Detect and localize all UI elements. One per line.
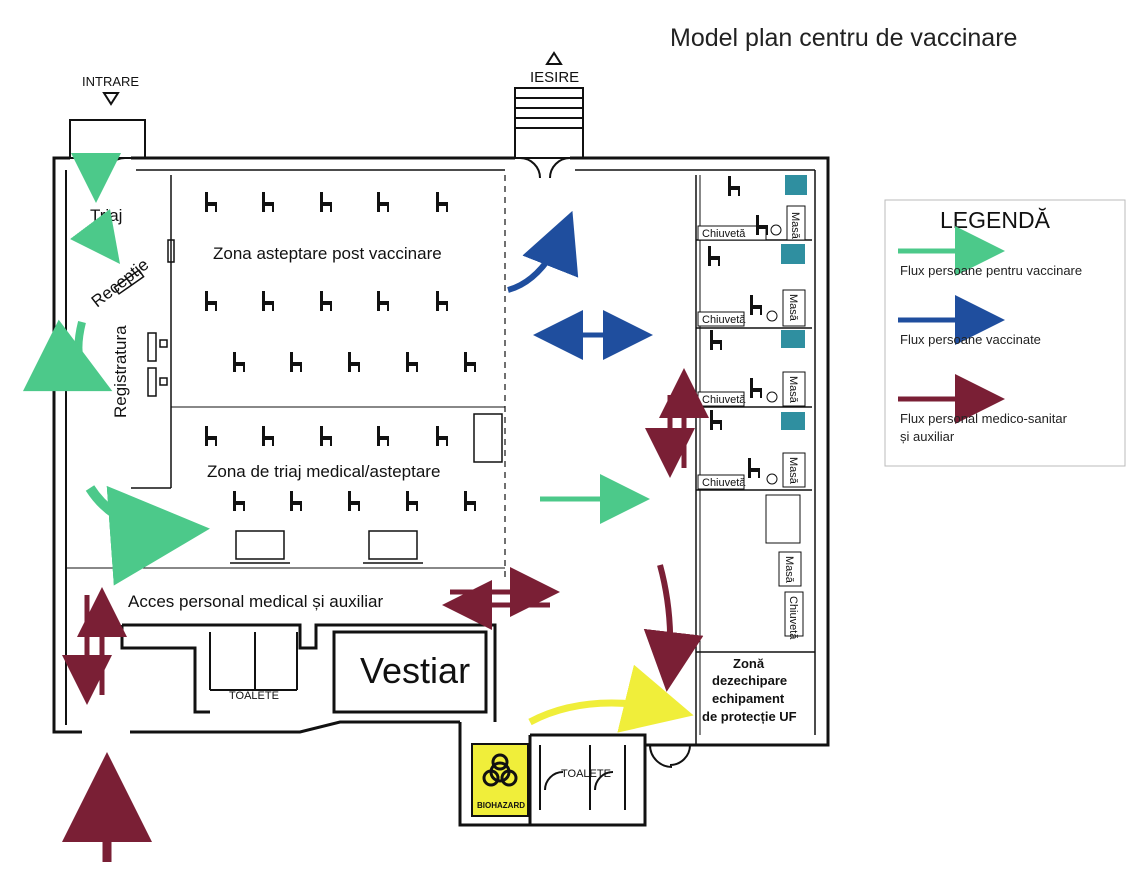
plan-title: Model plan centru de vaccinare: [670, 24, 1017, 52]
yellow-flow-arrow: [528, 664, 694, 733]
legend-item-3: Flux personal medico-sanitar: [900, 411, 1068, 426]
exit-marker-icon: [545, 51, 563, 65]
lower-rooms: [120, 623, 497, 722]
toilets-right-label: TOALETE: [561, 768, 611, 780]
svg-text:Zonă: Zonă: [733, 656, 765, 671]
toilets-left-label: TOALETE: [229, 690, 279, 702]
booth-3-sink: Chiuvetă: [702, 394, 746, 406]
booth-5-table: Masă: [783, 556, 795, 584]
booth-2-sink: Chiuvetă: [702, 314, 746, 326]
legend-title: LEGENDĂ: [940, 207, 1051, 233]
entry-label: INTRARE: [82, 74, 139, 89]
bottom-right-rooms: [539, 744, 691, 810]
waiting-post-label: Zona asteptare post vaccinare: [213, 244, 442, 263]
booth-1-table: Masă: [789, 212, 801, 240]
staff-access-label: Acces personal medical și auxiliar: [128, 592, 383, 611]
legend-item-1: Flux persoane pentru vaccinare: [900, 263, 1082, 278]
exit-label: IESIRE: [530, 69, 579, 86]
svg-text:de protecție UF: de protecție UF: [702, 709, 797, 724]
biohazard-icon: [482, 753, 518, 787]
legend: LEGENDĂ Flux persoane pentru vaccinare F…: [884, 199, 1126, 467]
legend-item-2: Flux persoane vaccinate: [900, 332, 1041, 347]
undress-zone-label: Zonă dezechipare echipament de protecție…: [702, 656, 797, 724]
triaj-label: Triaj: [90, 206, 122, 225]
biohazard-box: BIOHAZARD: [471, 743, 529, 817]
entry-marker-icon: [102, 92, 120, 106]
svg-text:echipament: echipament: [712, 691, 785, 706]
vestiar-label: Vestiar: [360, 650, 470, 691]
booth-4-table: Masă: [787, 457, 799, 485]
booth-5-sink: Chiuvetă: [787, 596, 799, 640]
booth-2-table: Masă: [787, 294, 799, 322]
booth-1-sink: Chiuvetă: [702, 228, 746, 240]
outer-walls: [52, 156, 830, 827]
vaccination-booths: Chiuvetă Chiuvetă Chiuvetă Chiuvetă Masă…: [696, 175, 815, 653]
legend-item-3b: și auxiliar: [900, 429, 955, 444]
entry-porch: [69, 119, 146, 179]
booth-3-table: Masă: [787, 376, 799, 404]
receptie-label: Receptie: [88, 255, 153, 311]
blue-flow-arrows: [507, 210, 653, 360]
svg-text:dezechipare: dezechipare: [712, 673, 787, 688]
registratura-label: Registratura: [111, 325, 130, 418]
triage-waiting-label: Zona de triaj medical/asteptare: [207, 462, 440, 481]
desk-furniture: [113, 239, 503, 564]
booth-4-sink: Chiuvetă: [702, 477, 746, 489]
exit-porch: [514, 87, 584, 179]
green-flow-arrows: [22, 153, 650, 586]
svg-text:BIOHAZARD: BIOHAZARD: [477, 801, 525, 810]
